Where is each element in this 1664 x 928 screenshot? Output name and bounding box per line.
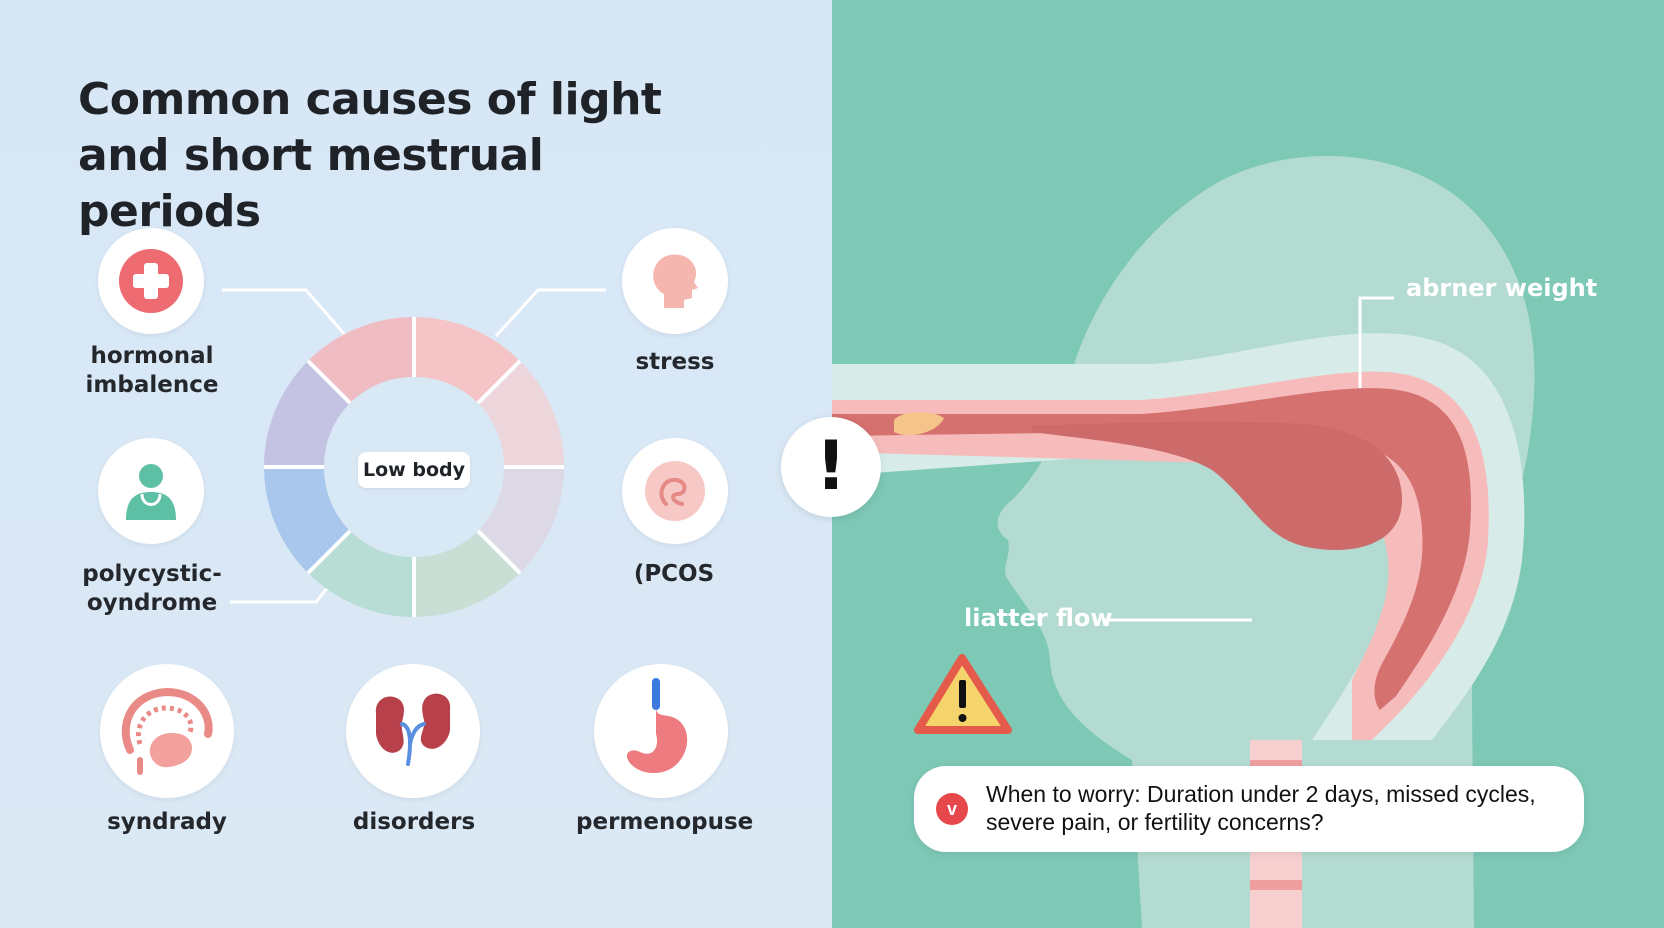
- intestine-icon: [100, 664, 234, 798]
- ring-segment-3: [478, 467, 564, 573]
- ovary-icon: [622, 438, 728, 544]
- label-stress: stress: [635, 349, 715, 375]
- label-hormonal-imbalance: hormonal imbalence: [85, 343, 219, 398]
- left-panel: Common causes of light and short mestrua…: [0, 0, 832, 928]
- causes-ring: [264, 317, 564, 617]
- ring-segment-4: [414, 531, 520, 617]
- alert-symbol: !: [815, 427, 847, 506]
- ring-segment-2: [478, 361, 564, 467]
- ring-segment-1: [414, 317, 520, 403]
- chevron-down-icon: v: [936, 793, 968, 825]
- alert-icon: !: [781, 417, 881, 517]
- ring-segment-5: [308, 531, 414, 617]
- callout-weight: abrner weight: [1406, 274, 1598, 302]
- warning-triangle-icon: [914, 654, 1012, 734]
- medical-cross-icon: [98, 228, 204, 334]
- label-polycystic-syndrome: polycystic- oyndrome: [82, 561, 222, 616]
- ring-segment-7: [264, 361, 350, 467]
- label-disorders: disorders: [352, 809, 476, 835]
- ring-segment-6: [264, 467, 350, 573]
- label-syndrady: syndrady: [107, 809, 227, 835]
- callout-flow: liatter flow: [964, 604, 1113, 632]
- anatomy-illustration: [832, 156, 1535, 928]
- stomach-icon: [594, 664, 728, 798]
- ring-segment-8: [308, 317, 414, 403]
- when-to-worry-text: When to worry: Duration under 2 days, mi…: [986, 781, 1536, 835]
- ring-center-label: Low body: [358, 452, 470, 488]
- label-perimenopause: permenopuse: [576, 809, 754, 835]
- when-to-worry-box: v When to worry: Duration under 2 days, …: [914, 766, 1584, 852]
- doctor-icon: [98, 438, 204, 544]
- label-pcos: (PCOS: [633, 561, 715, 587]
- head-profile-icon: [622, 228, 728, 334]
- page-title: Common causes of light and short mestrua…: [78, 74, 662, 237]
- kidney-icon: [346, 664, 480, 798]
